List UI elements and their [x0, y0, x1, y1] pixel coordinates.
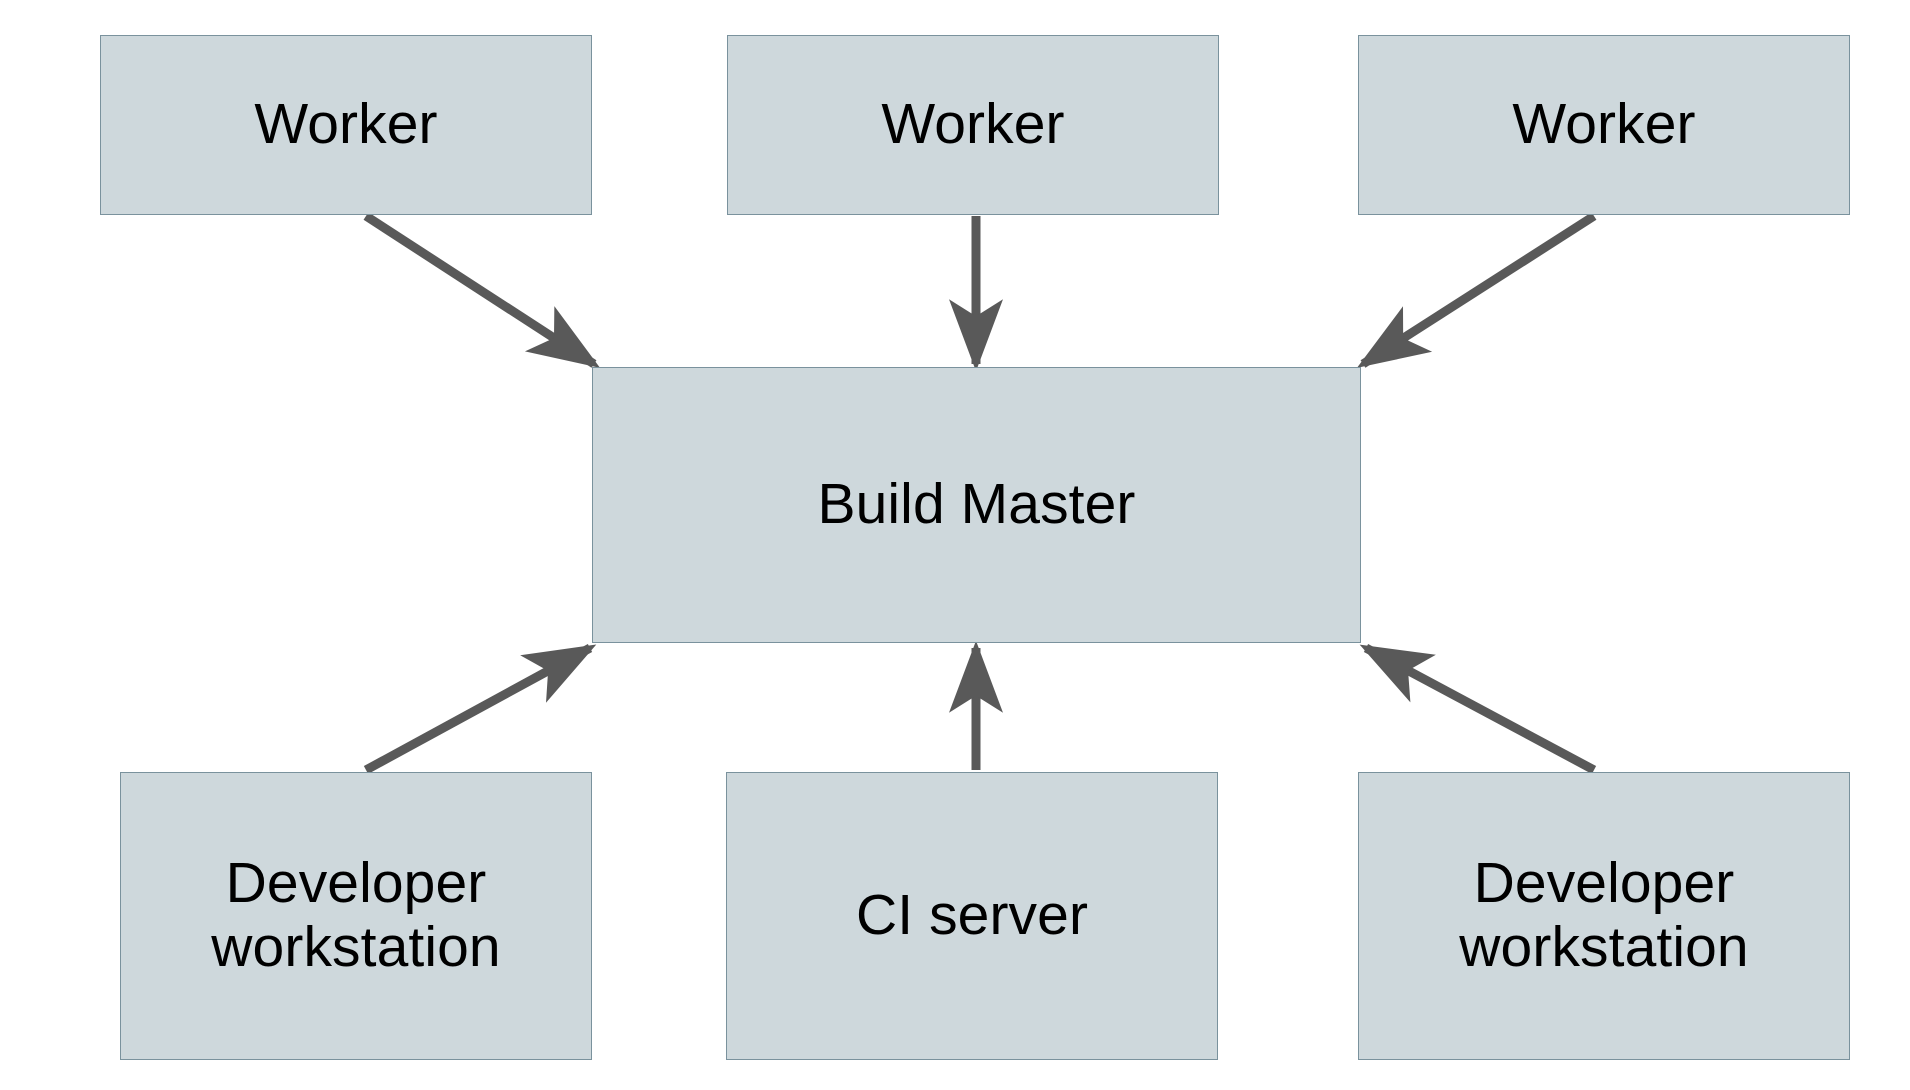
node-worker-2-label: Worker	[881, 92, 1065, 157]
node-worker-1-label: Worker	[254, 92, 438, 157]
node-developer-workstation-right[interactable]: Developer workstation	[1358, 772, 1850, 1060]
node-developer-workstation-left-label: Developer workstation	[211, 851, 501, 979]
edge-devleft-to-master	[363, 644, 597, 774]
node-developer-workstation-right-label: Developer workstation	[1459, 851, 1749, 979]
node-ci-server-label: CI server	[855, 883, 1089, 948]
edge-worker1-to-master	[363, 212, 601, 368]
node-worker-1[interactable]: Worker	[100, 35, 592, 215]
node-ci-server[interactable]: CI server	[726, 772, 1218, 1060]
node-build-master-label: Build Master	[817, 472, 1136, 537]
node-worker-3[interactable]: Worker	[1358, 35, 1850, 215]
node-worker-3-label: Worker	[1512, 92, 1696, 157]
node-build-master[interactable]: Build Master	[592, 367, 1361, 643]
node-worker-2[interactable]: Worker	[727, 35, 1219, 215]
edge-devright-to-master	[1359, 644, 1597, 774]
node-developer-workstation-left[interactable]: Developer workstation	[120, 772, 592, 1060]
edge-worker3-to-master	[1356, 212, 1597, 368]
